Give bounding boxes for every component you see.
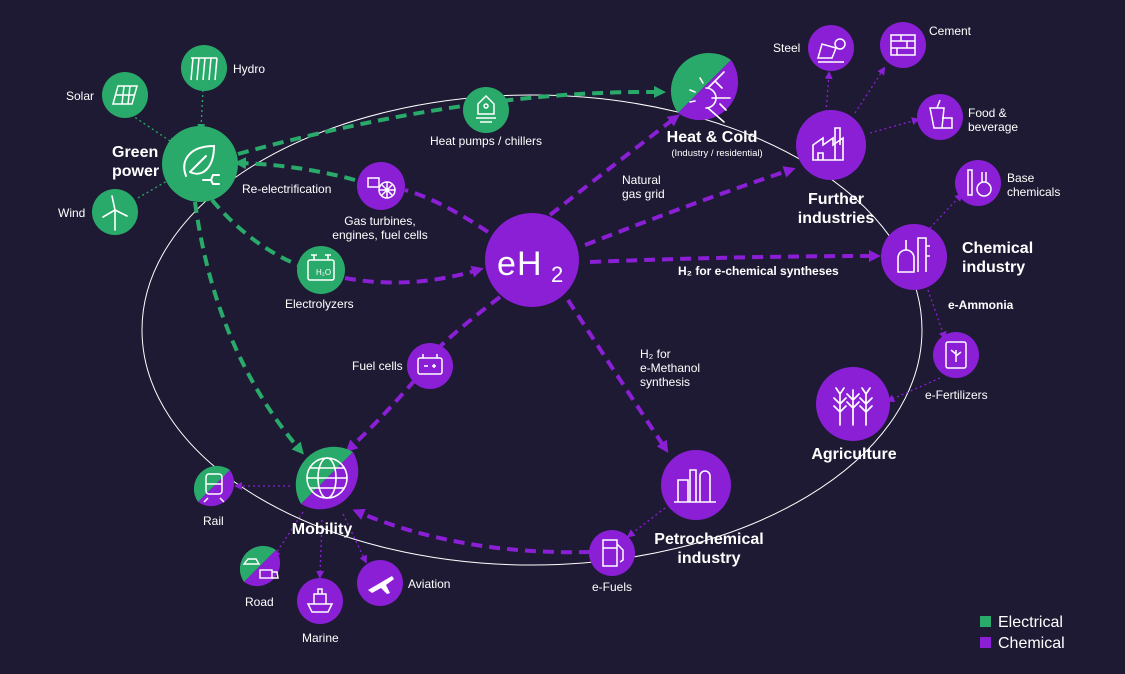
node-steel[interactable] [808,25,854,71]
battery-icon [417,354,443,375]
legend-chemical-label: Chemical [998,635,1065,652]
food-icon [929,99,953,129]
node-solar[interactable] [102,72,148,118]
label-e-fuels: e-Fuels [592,580,633,594]
label-road: Road [245,595,274,609]
node-electrolyzers[interactable]: H₂O [297,246,345,294]
legend-chemical-swatch [980,637,991,648]
label-chemical-industry: Chemical industry [962,240,1034,276]
node-base-chemicals[interactable] [955,160,1001,206]
wheat-icon [833,387,873,426]
label-natural-gas-grid: Natural gas grid [622,173,665,201]
turbine-icon [367,177,396,199]
label-rail: Rail [203,514,224,528]
label-food-beverage: Food & beverage [968,106,1019,134]
node-chemical-industry[interactable] [881,224,947,290]
fuel-pump-icon [602,539,624,567]
heat-pump-icon [476,94,496,123]
legend-electrical-swatch [980,616,991,627]
fertilizer-bag-icon [945,341,967,369]
refinery-icon [674,469,716,503]
plane-icon [368,576,394,594]
label-heat-pumps: Heat pumps / chillers [430,134,543,148]
label-fuel-cells: Fuel cells [352,359,403,373]
label-e-methanol: H₂ for e-Methanol synthesis [640,347,701,389]
hydro-dam-icon [190,57,218,81]
label-hydro: Hydro [233,62,266,76]
flask-icon [967,169,992,197]
node-hydro[interactable] [181,45,227,91]
label-re-electrification: Re-electrification [242,182,332,196]
node-further-industries[interactable] [796,110,866,180]
label-green-power: Green power [112,144,160,180]
electrolyzer-icon: H₂O [307,254,335,281]
label-gas-turbines: Gas turbines, engines, fuel cells [332,214,428,242]
svg-text:H₂O: H₂O [316,268,331,277]
dotted-connectors [126,66,963,579]
hydrogen-h: H [517,245,542,283]
node-cement[interactable] [880,22,926,68]
node-gas-turbines[interactable] [357,162,405,210]
cycle-ellipse [141,94,923,566]
label-base-chemicals: Base chemicals [1007,171,1061,199]
label-electrolyzers: Electrolyzers [285,297,354,311]
chemical-flows [344,114,881,555]
node-fuel-cells[interactable] [407,343,453,389]
solar-panel-icon [112,85,138,105]
label-further-industries: Further industries [797,191,875,227]
node-e-fuels[interactable] [589,530,635,576]
node-rail[interactable] [193,465,235,507]
electrical-flows [193,85,666,455]
label-solar: Solar [66,89,95,103]
sun-snowflake-icon [689,71,731,123]
hydrogen-sub: 2 [551,262,563,287]
node-petrochemical[interactable] [661,450,731,520]
label-petrochemical: Petrochemical industry [654,531,764,567]
node-food[interactable] [917,94,963,140]
node-aviation[interactable] [357,560,403,606]
node-hydrogen[interactable] [485,213,579,307]
node-heat-pumps[interactable] [463,87,509,133]
label-steel: Steel [773,41,801,55]
label-aviation: Aviation [408,577,451,591]
label-cement: Cement [929,24,972,38]
label-marine: Marine [302,631,339,645]
node-marine[interactable] [297,578,343,624]
label-mobility: Mobility [291,521,353,538]
train-icon [203,473,225,503]
ship-icon [306,588,334,613]
legend-electrical: Electrical [980,614,1063,632]
wind-turbine-icon [102,195,128,231]
node-agriculture[interactable] [816,367,890,441]
legend-chemical: Chemical [980,635,1065,653]
node-road[interactable] [239,545,281,587]
legend-electrical-label: Electrical [998,614,1063,631]
label-e-ammonia: e-Ammonia [948,298,1014,312]
label-heat-cold: Heat & Cold [666,129,758,146]
car-truck-icon [242,558,279,579]
label-e-fertilizers: e-Fertilizers [925,388,988,402]
node-e-fertilizers[interactable] [933,332,979,378]
node-wind[interactable] [92,189,138,235]
steel-ladle-icon [817,38,846,63]
chemical-plant-icon [897,237,930,273]
label-e-chemical: H₂ for e-chemical syntheses [678,264,839,278]
factory-icon [812,127,844,161]
label-agriculture: Agriculture [811,446,897,463]
bricks-icon [890,34,916,56]
label-heat-cold-sub: (Industry / residential) [671,148,763,159]
node-heat-cold[interactable] [670,52,739,123]
plug-leaf-icon [183,144,220,185]
globe-icon [306,457,348,499]
label-wind: Wind [58,206,86,220]
node-mobility[interactable] [295,446,359,510]
node-green-power[interactable] [162,126,238,202]
hydrogen-e: e [497,245,516,283]
